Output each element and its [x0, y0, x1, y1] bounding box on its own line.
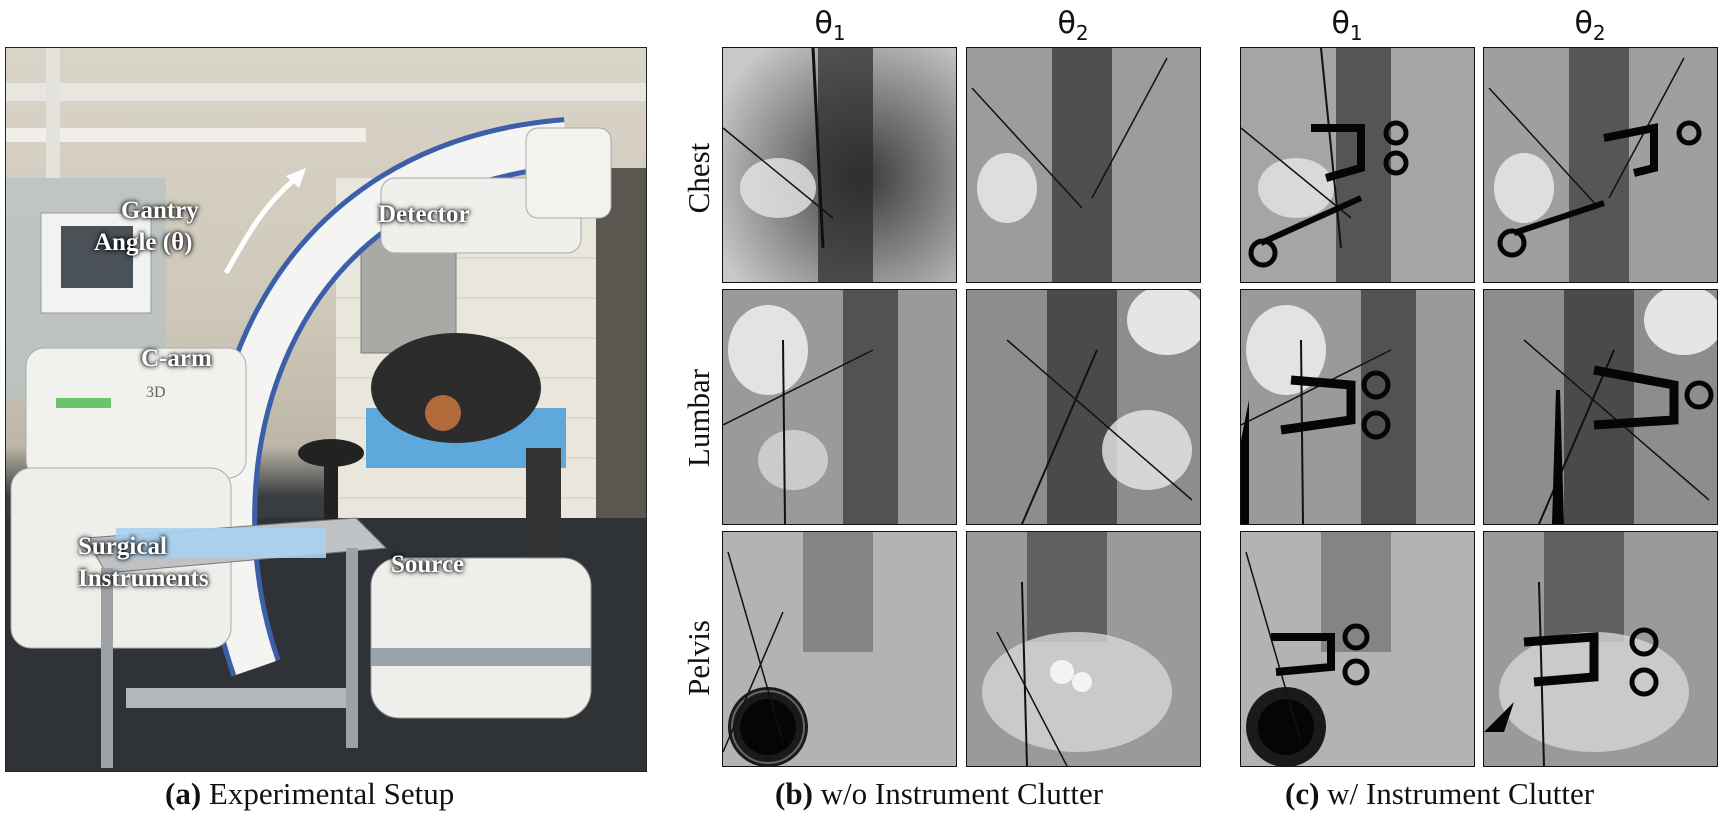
col-header-b-theta1: θ1	[814, 6, 846, 45]
xray-chest-no-clutter-theta2	[966, 47, 1201, 283]
gantry-angle-label: Angle (θ)	[94, 229, 193, 256]
surgical-label: Surgical	[78, 533, 167, 560]
row-label-lumbar: Lumbar	[681, 368, 716, 468]
caption-a: (a) Experimental Setup	[165, 776, 455, 811]
xray-lumbar-no-clutter-theta1	[722, 289, 957, 525]
caption-c: (c) w/ Instrument Clutter	[1285, 776, 1595, 811]
gantry-label: Gantry	[121, 197, 199, 224]
experimental-setup-photo: Gantry Angle (θ) Detector C-arm 3D Surgi…	[5, 47, 647, 772]
detector-label: Detector	[378, 201, 470, 228]
xray-pelvis-no-clutter-theta2	[966, 531, 1201, 767]
xray-lumbar-clutter-theta2	[1483, 289, 1718, 525]
xray-chest-no-clutter-theta1	[722, 47, 957, 283]
col-header-c-theta2: θ2	[1574, 6, 1606, 45]
row-label-chest: Chest	[681, 142, 716, 214]
xray-chest-clutter-theta1	[1240, 47, 1475, 283]
instruments-label: Instruments	[78, 565, 209, 592]
xray-chest-clutter-theta2	[1483, 47, 1718, 283]
three-d-label: 3D	[146, 384, 166, 401]
xray-pelvis-no-clutter-theta1	[722, 531, 957, 767]
xray-pelvis-clutter-theta2	[1483, 531, 1718, 767]
source-label: Source	[391, 551, 465, 578]
col-header-b-theta2: θ2	[1057, 6, 1089, 45]
col-header-c-theta1: θ1	[1331, 6, 1363, 45]
row-label-pelvis: Pelvis	[681, 620, 716, 696]
xray-lumbar-no-clutter-theta2	[966, 289, 1201, 525]
caption-b: (b) w/o Instrument Clutter	[775, 776, 1104, 811]
xray-pelvis-clutter-theta1	[1240, 531, 1475, 767]
xray-lumbar-clutter-theta1	[1240, 289, 1475, 525]
operating-room-illustration	[6, 48, 646, 771]
c-arm-label: C-arm	[141, 345, 212, 372]
